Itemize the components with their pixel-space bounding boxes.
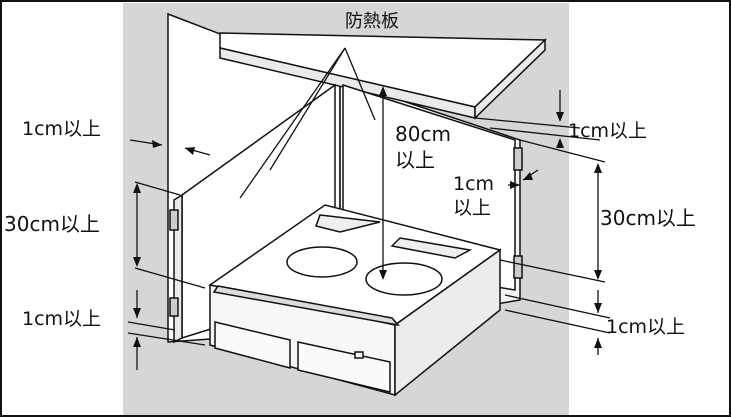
dimension-lines bbox=[127, 47, 611, 370]
label-gap-right-top: 1cm以上 bbox=[568, 120, 647, 142]
top-shield-plate bbox=[219, 32, 547, 120]
labels: 防熱板 1cm以上 30cm以上 1cm以上 80cm 以上 1cm以上 1cm… bbox=[4, 11, 696, 338]
label-gap-mid-line1: 1cm bbox=[453, 173, 494, 195]
label-heat-shield-plate: 防熱板 bbox=[345, 11, 399, 32]
label-gap-right-bottom: 1cm以上 bbox=[606, 316, 685, 338]
label-height-left: 30cm以上 bbox=[4, 212, 100, 236]
label-gap-mid-line2: 以上 bbox=[453, 197, 491, 219]
label-height-right: 30cm以上 bbox=[600, 206, 696, 230]
arrow-heads bbox=[133, 86, 602, 348]
label-gap-left-top: 1cm以上 bbox=[22, 118, 101, 140]
label-height-top-line2: 以上 bbox=[395, 148, 435, 172]
label-gap-left-bottom: 1cm以上 bbox=[22, 308, 101, 330]
cooktop bbox=[208, 204, 502, 397]
label-height-top-line1: 80cm bbox=[395, 122, 451, 146]
